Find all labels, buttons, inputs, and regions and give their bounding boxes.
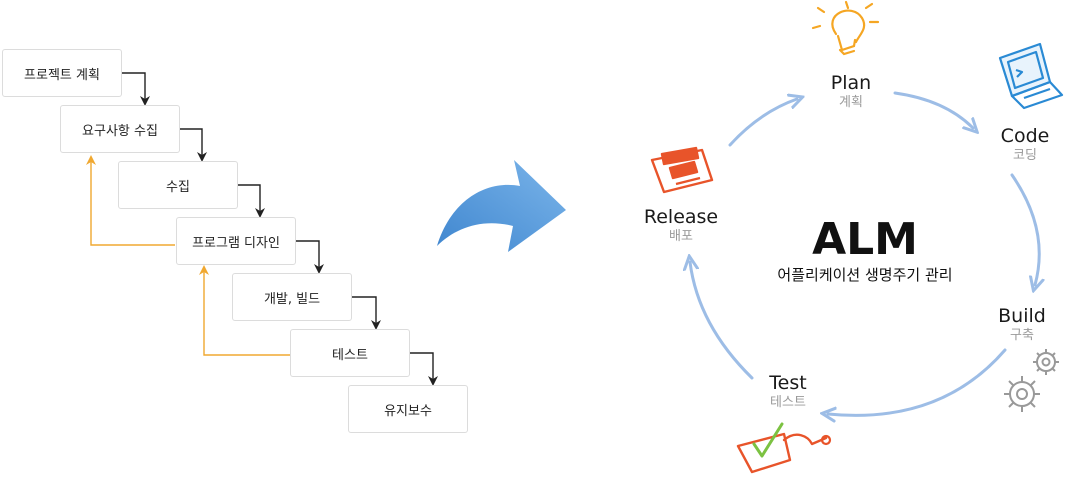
- stage-plan-en: Plan: [830, 72, 872, 94]
- stage-release: Release 배포: [611, 206, 751, 246]
- transition-arrow: [437, 160, 566, 252]
- connector-arrow: [238, 184, 265, 218]
- stage-test-ko: 테스트: [770, 395, 806, 410]
- connector-arrow: [410, 352, 438, 386]
- step-program-design: 프로그램 디자인: [176, 217, 296, 265]
- connector-arrow: [352, 296, 381, 330]
- connector-arrow: [296, 240, 324, 274]
- step-dev-build: 개발, 빌드: [232, 273, 352, 321]
- waterfall-connectors: [122, 72, 438, 386]
- stage-release-ko: 배포: [669, 229, 693, 244]
- test-check-icon: [736, 422, 832, 474]
- stage-code-ko: 코딩: [1013, 148, 1037, 163]
- stage-plan: Plan 계획: [781, 72, 921, 112]
- stage-code-en: Code: [1000, 125, 1050, 147]
- step-requirements: 요구사항 수집: [60, 105, 180, 153]
- feedback-arrows: [86, 155, 290, 356]
- stage-build: Build 구축: [952, 305, 1069, 345]
- connector-arrow: [122, 72, 150, 106]
- stage-code: Code 코딩: [955, 125, 1069, 165]
- cycle-arrow-test-release: [690, 262, 754, 380]
- document-icon: [650, 146, 714, 194]
- stage-build-en: Build: [998, 305, 1046, 327]
- cycle-arrow-plan-code: [893, 91, 973, 128]
- gears-icon: [1004, 349, 1059, 412]
- connector-arrow: [180, 128, 207, 162]
- laptop-icon: [998, 42, 1064, 110]
- alm-subtitle: 어플리케이션 생명주기 관리: [777, 266, 953, 284]
- cycle-arrow-release-plan: [728, 99, 797, 147]
- stage-test-en: Test: [769, 372, 807, 394]
- step-project-plan: 프로젝트 계획: [2, 49, 122, 97]
- cycle-arrows: [690, 91, 1039, 415]
- cycle-arrow-build-test: [828, 348, 1007, 415]
- alm-title: ALM: [812, 214, 918, 265]
- step-collect: 수집: [118, 161, 238, 209]
- stage-release-en: Release: [643, 206, 719, 228]
- feedback-arrow: [199, 265, 290, 356]
- stage-plan-ko: 계획: [839, 95, 863, 110]
- step-maintenance: 유지보수: [348, 385, 468, 433]
- stage-test: Test 테스트: [718, 372, 858, 412]
- feedback-arrow: [86, 155, 175, 246]
- step-test: 테스트: [290, 329, 410, 377]
- cycle-arrow-code-build: [1010, 173, 1039, 285]
- lightbulb-icon: [811, 0, 880, 56]
- stage-build-ko: 구축: [1010, 328, 1034, 343]
